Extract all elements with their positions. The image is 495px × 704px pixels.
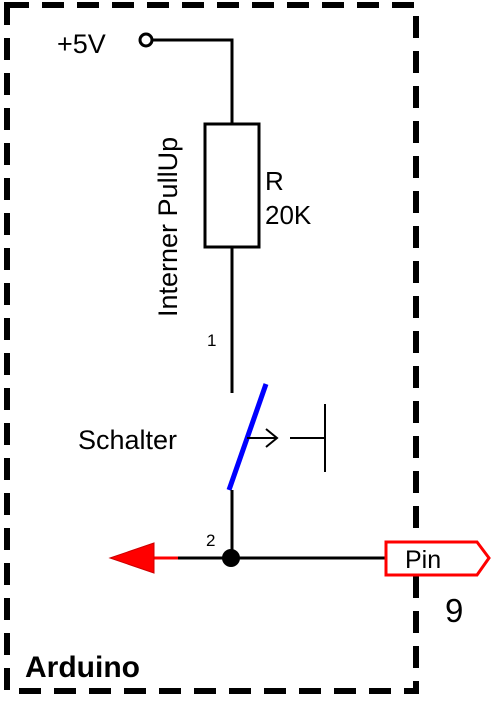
resistor-name: R [265,166,284,196]
resistor-icon [203,122,261,249]
pin-number: 9 [445,592,463,629]
arduino-boundary [4,2,419,694]
switch-label: Schalter [78,425,177,455]
junction-dot-icon [222,549,240,567]
left-arrow-icon [108,542,155,574]
supply-terminal-icon [138,32,154,48]
pin-label: Pin [405,546,441,574]
pin-connector-icon [384,540,491,577]
board-label: Arduino [25,651,140,684]
supply-label: +5V [57,29,106,59]
actuator-arrow-icon [265,428,279,448]
switch-terminal-2: 2 [206,531,215,550]
pullup-label: Interner PullUp [153,137,183,317]
resistor-value: 20K [265,200,312,230]
switch-terminal-1: 1 [207,331,216,350]
supply-wire [152,38,234,124]
